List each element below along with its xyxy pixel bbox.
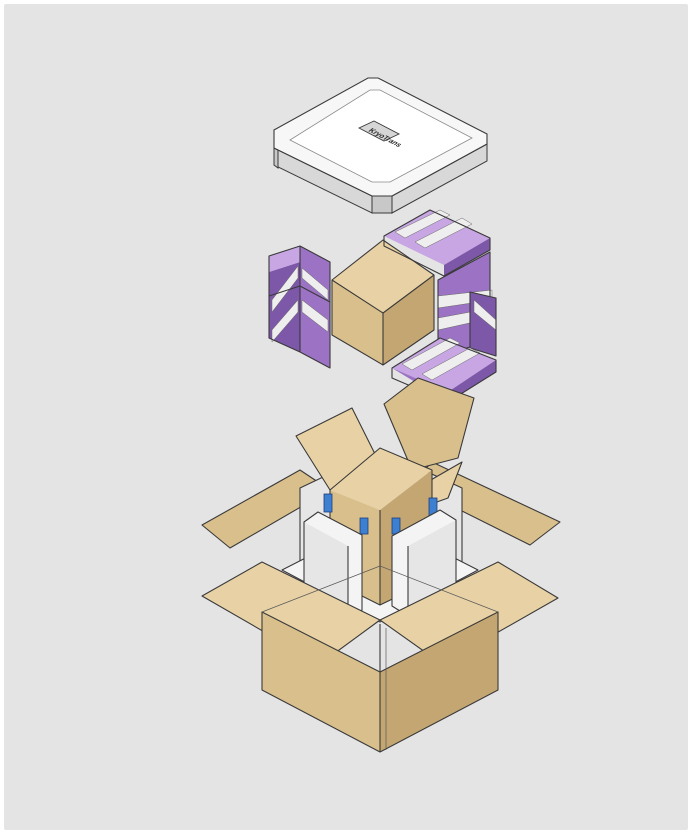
outer-carton-front [201,561,559,753]
coolant-strip [323,493,333,513]
coolant-strip [391,517,401,535]
insulated-lid: KryoTrans [273,77,488,214]
pcm-panels-left [268,245,331,369]
coolant-strip [359,517,369,535]
